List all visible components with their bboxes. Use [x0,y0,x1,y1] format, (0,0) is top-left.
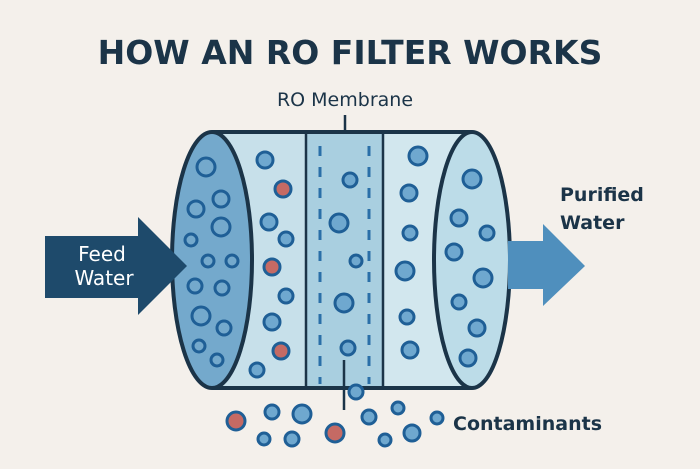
water-particle [255,150,275,170]
water-particle [283,430,301,448]
water-particle [210,216,232,238]
water-particle [390,400,406,416]
water-particle [339,339,357,357]
particles [183,145,496,448]
water-particle [291,403,313,425]
water-particle [209,352,225,368]
water-particle [213,279,231,297]
diagram-title: HOW AN RO FILTER WORKS [98,33,603,72]
water-particle [191,338,207,354]
water-particle [341,171,359,189]
water-particle [186,277,204,295]
water-particle [398,308,416,326]
water-particle [224,253,240,269]
water-particle [256,431,272,447]
water-particle [190,305,212,327]
contaminant-particle [262,257,282,277]
water-particle [401,224,419,242]
water-particle [394,260,416,282]
water-particle [277,287,295,305]
water-particle [263,403,281,421]
water-particle [360,408,378,426]
water-particle [348,253,364,269]
feed-arrow-shape [45,217,187,315]
water-particle [333,292,355,314]
water-particle [407,145,429,167]
contaminant-particle [324,422,346,444]
feed-label-line2: Water [74,266,134,290]
water-particle [328,212,350,234]
water-particle [200,253,216,269]
water-particle [400,340,420,360]
water-particle [259,212,279,232]
contaminant-particle [271,341,291,361]
water-particle [399,183,419,203]
water-particle [472,267,494,289]
contaminant-particle [225,410,247,432]
membrane-label: RO Membrane [277,89,413,111]
water-particle [377,432,393,448]
water-particle [449,208,469,228]
water-particle [429,410,445,426]
water-particle [478,224,496,242]
purified-arrow-shape [508,224,585,306]
water-particle [186,199,206,219]
water-particle [461,168,483,190]
feed-label-line1: Feed [78,242,126,266]
contaminant-particle [273,179,293,199]
purified-label-line2: Water [560,212,625,234]
water-particle [402,423,422,443]
water-particle [458,348,478,368]
water-particle [444,242,464,262]
water-particle [262,312,282,332]
feed-water-arrow: Feed Water [45,217,187,315]
contaminants-label: Contaminants [453,413,602,435]
water-particle [195,156,217,178]
water-particle [277,230,295,248]
purified-label-line1: Purified [560,184,644,206]
water-particle [211,189,231,209]
purified-water-arrow: Purified Water [508,184,644,306]
water-particle [215,319,233,337]
water-particle [347,383,365,401]
water-particle [450,293,468,311]
water-particle [248,361,266,379]
water-particle [183,232,199,248]
water-particle [467,318,487,338]
